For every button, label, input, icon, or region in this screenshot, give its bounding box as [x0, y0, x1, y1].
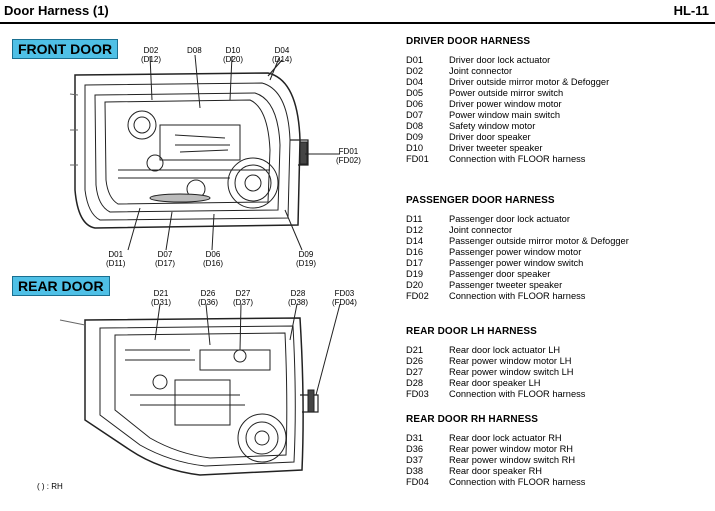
callout-d04: D04(D14)	[272, 46, 293, 64]
front-door-label: FRONT DOOR	[12, 39, 119, 59]
callout-d28: D28(D38)	[288, 289, 309, 307]
callout-d08: D08	[187, 46, 202, 55]
callout-d09: D09(D19)	[296, 250, 317, 268]
callout-d06: D06(D16)	[203, 250, 224, 268]
callout-d01: D01(D11)	[106, 250, 126, 268]
page-title: Door Harness (1)	[4, 3, 109, 18]
section-title: REAR DOOR LH HARNESS	[406, 326, 537, 337]
callout-fd01: FD01(FD02)	[336, 147, 361, 165]
front-door-drawing	[69, 54, 340, 251]
callout-d02: D02(D12)	[141, 46, 162, 64]
callout-d07: D07(D17)	[155, 250, 176, 268]
callout-d26: D26(D36)	[198, 289, 219, 307]
rear-door-drawing	[59, 303, 341, 476]
callout-fd03: FD03(FD04)	[332, 289, 357, 307]
section-title: DRIVER DOOR HARNESS	[406, 36, 531, 47]
page-header: Door Harness (1) HL-11	[0, 0, 715, 24]
rh-note: ( ) : RH	[37, 482, 63, 491]
section-title: PASSENGER DOOR HARNESS	[406, 195, 555, 206]
section-title: REAR DOOR RH HARNESS	[406, 414, 539, 425]
callout-d10: D10(D20)	[223, 46, 244, 64]
callout-d21: D21(D31)	[151, 289, 172, 307]
page-number: HL-11	[673, 3, 709, 18]
rear-door-label: REAR DOOR	[12, 276, 110, 296]
callout-d27: D27(D37)	[233, 289, 254, 307]
